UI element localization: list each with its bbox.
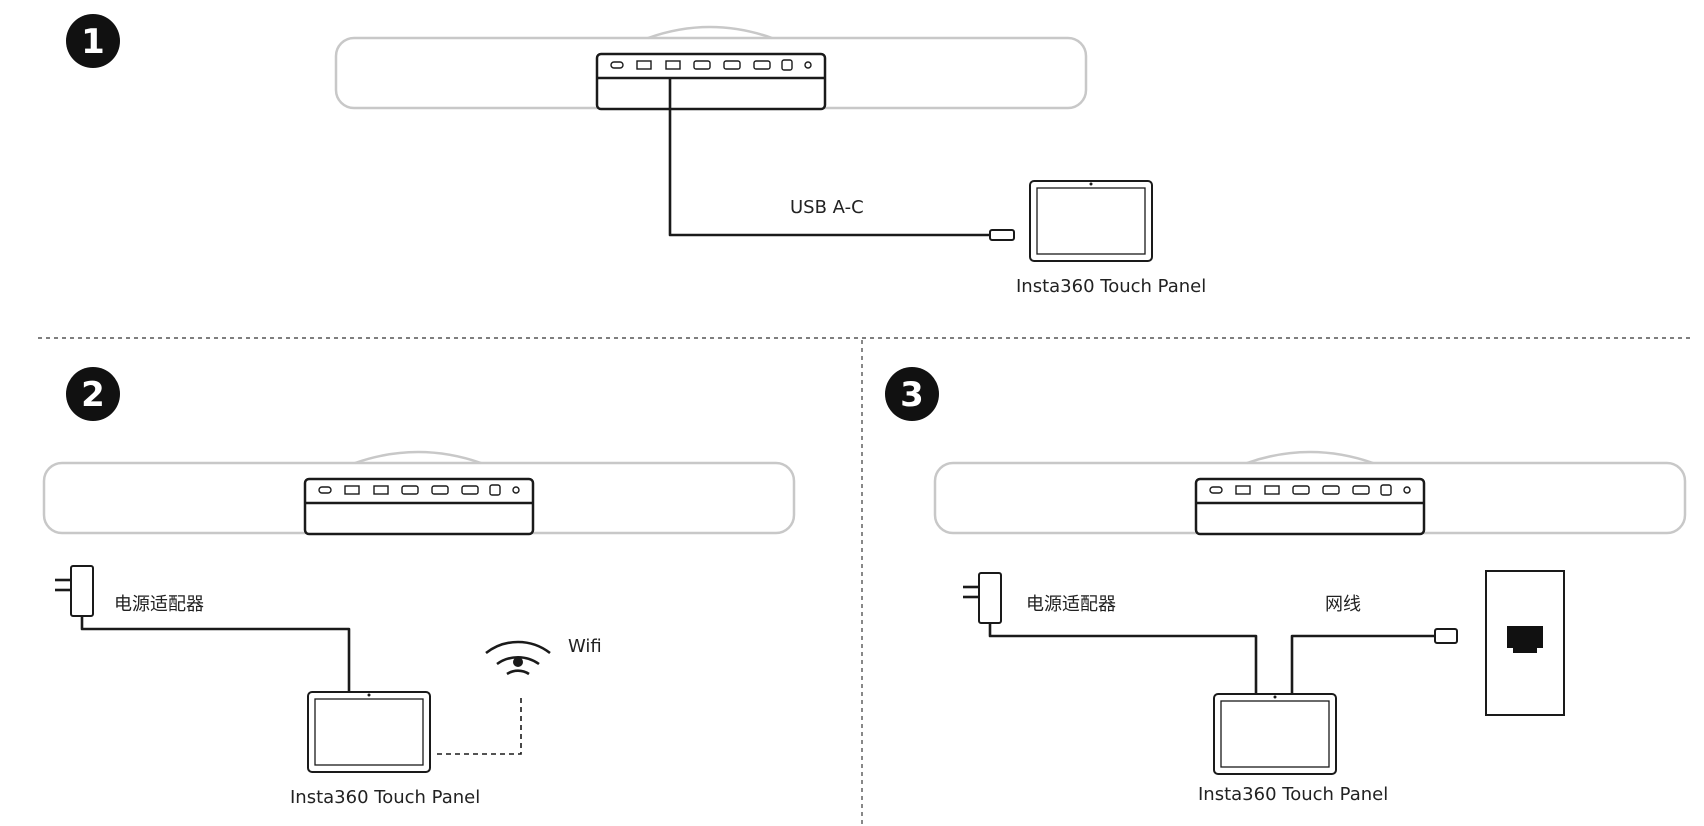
network-cable	[1290, 634, 1435, 694]
ethernet-wall-port-icon	[1485, 570, 1565, 716]
video-bar-icon	[933, 450, 1687, 536]
usb-cable	[668, 78, 990, 237]
port-row	[1209, 484, 1411, 496]
port-row	[610, 59, 812, 71]
touch-panel-icon	[307, 691, 431, 773]
svg-text:1: 1	[81, 22, 105, 62]
wifi-label: Wifi	[568, 636, 602, 657]
power-adapter-icon	[55, 565, 94, 617]
power-cable	[988, 623, 1258, 694]
touch-panel-label: Insta360 Touch Panel	[290, 787, 480, 808]
wifi-icon	[485, 640, 551, 676]
svg-text:2: 2	[81, 375, 105, 415]
touch-panel-label: Insta360 Touch Panel	[1016, 276, 1206, 297]
video-bar-icon	[42, 450, 796, 536]
usb-cable-label: USB A-C	[790, 197, 864, 218]
video-bar-icon	[334, 25, 1088, 111]
touch-panel-label: Insta360 Touch Panel	[1198, 784, 1388, 805]
wifi-link	[437, 698, 522, 755]
step-1-badge: 1	[66, 14, 120, 68]
port-row	[318, 484, 520, 496]
power-adapter-label: 电源适配器	[114, 594, 204, 615]
touch-panel-icon	[1029, 180, 1153, 262]
network-cable-label: 网线	[1325, 594, 1361, 615]
step-2-badge: 2	[66, 367, 120, 421]
power-adapter-icon	[963, 572, 1002, 624]
touch-panel-icon	[1213, 693, 1337, 775]
power-cable	[80, 616, 351, 694]
usb-c-connector-icon	[989, 229, 1015, 241]
ethernet-connector-icon	[1434, 628, 1458, 644]
step-3-badge: 3	[885, 367, 939, 421]
svg-text:3: 3	[900, 375, 924, 415]
power-adapter-label: 电源适配器	[1026, 594, 1116, 615]
